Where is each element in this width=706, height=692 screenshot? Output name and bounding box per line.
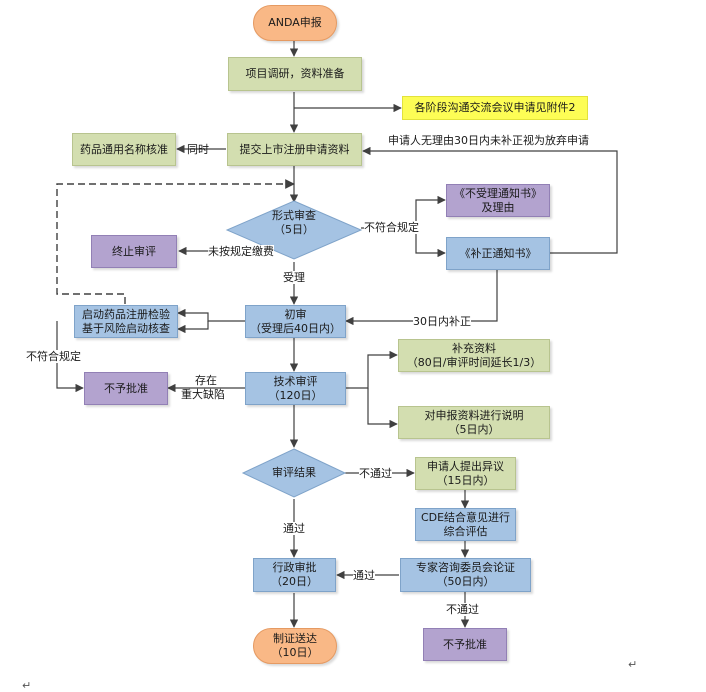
initial-review-label: 初审 bbox=[284, 307, 307, 321]
diamond-review-result bbox=[241, 448, 347, 498]
research-node: 项目调研，资料准备 bbox=[228, 57, 362, 91]
tech-review-label: 技术审评 bbox=[273, 374, 318, 388]
objection-duration: （15日内） bbox=[436, 473, 495, 487]
supplement-materials-duration: （80日/审评时间延长1/3） bbox=[406, 355, 542, 369]
dashed-loop-inspection-to-formal bbox=[56, 179, 295, 304]
arrow-initial-to-inspection-1 bbox=[177, 308, 245, 322]
arrow-nonconforming-to-supplement bbox=[415, 228, 446, 258]
arrow-supplement-no-response bbox=[362, 146, 618, 254]
diamond-formal-review bbox=[225, 200, 363, 260]
label-unpaid: 未按规定缴费 bbox=[208, 245, 274, 258]
review-result-label: 审评结果 bbox=[272, 466, 316, 479]
arrow-tech-to-supplement-materials bbox=[346, 350, 398, 389]
attachment-note: 各阶段沟通交流会议申请见附件2 bbox=[402, 96, 588, 120]
label-major-defect-1: 存在 bbox=[195, 374, 217, 387]
submit-label: 提交上市注册申请资料 bbox=[239, 142, 350, 156]
start-node: ANDA申报 bbox=[253, 5, 337, 41]
cde-eval-line2: 综合评估 bbox=[443, 524, 488, 538]
review-result-node: 审评结果 bbox=[262, 465, 326, 481]
return-mark-1: ↵ bbox=[628, 658, 638, 671]
name-check-node: 药品通用名称核准 bbox=[72, 133, 176, 166]
reject-node-2: 不予批准 bbox=[423, 628, 507, 661]
inspection-node: 启动药品注册检验 基于风险启动核查 bbox=[74, 305, 178, 338]
admin-approval-label: 行政审批 bbox=[272, 561, 317, 574]
initial-review-node: 初审 （受理后40日内） bbox=[245, 305, 346, 338]
terminate-label: 终止审评 bbox=[112, 244, 156, 258]
cde-eval-line1: CDE结合意见进行 bbox=[420, 510, 511, 524]
research-label: 项目调研，资料准备 bbox=[245, 67, 345, 80]
explain-duration: （5日内） bbox=[448, 422, 500, 436]
admin-approval-duration: （20日） bbox=[271, 575, 318, 588]
expert-duration: （50日内） bbox=[436, 575, 495, 588]
certificate-node: 制证送达 （10日） bbox=[253, 628, 337, 664]
supplement-notice-label: 《补正通知书》 bbox=[459, 246, 537, 260]
attachment-label: 各阶段沟通交流会议申请见附件2 bbox=[414, 101, 576, 114]
label-simultaneous: 同时 bbox=[187, 143, 209, 156]
not-accepted-reason: 及理由 bbox=[481, 200, 515, 214]
formal-review-duration: （5日） bbox=[274, 223, 314, 236]
label-not-passed-expert: 不通过 bbox=[446, 603, 479, 616]
formal-review-node: 形式审查 （5日） bbox=[250, 208, 338, 238]
explain-node: 对申报资料进行说明 （5日内） bbox=[398, 406, 550, 439]
label-passed-expert: 通过 bbox=[353, 569, 375, 582]
name-check-label: 药品通用名称核准 bbox=[80, 142, 168, 156]
not-accepted-title: 《不受理通知书》 bbox=[454, 186, 542, 200]
supplement-materials-label: 补充资料 bbox=[452, 341, 496, 355]
label-accepted: 受理 bbox=[283, 271, 305, 284]
label-corrected: 30日内补正 bbox=[413, 315, 471, 328]
certificate-label: 制证送达 bbox=[273, 632, 317, 645]
formal-review-label: 形式审查 bbox=[272, 209, 316, 222]
objection-label: 申请人提出异议 bbox=[427, 459, 504, 473]
label-not-passed: 不通过 bbox=[359, 467, 392, 480]
label-passed: 通过 bbox=[283, 522, 305, 535]
submit-node: 提交上市注册申请资料 bbox=[227, 133, 362, 166]
supplement-materials-node: 补充资料 （80日/审评时间延长1/3） bbox=[398, 339, 550, 372]
objection-node: 申请人提出异议 （15日内） bbox=[415, 457, 516, 490]
explain-label: 对申报资料进行说明 bbox=[424, 408, 524, 422]
initial-review-duration: （受理后40日内） bbox=[250, 321, 341, 335]
cde-eval-node: CDE结合意见进行 综合评估 bbox=[415, 508, 516, 541]
admin-approval-node: 行政审批 （20日） bbox=[253, 558, 336, 592]
not-accepted-node: 《不受理通知书》 及理由 bbox=[446, 184, 550, 217]
reject-node-1: 不予批准 bbox=[84, 372, 168, 405]
inspection-line2: 基于风险启动核查 bbox=[82, 321, 170, 335]
tech-review-duration: （120日） bbox=[268, 388, 323, 402]
arrow-supplement-corrected bbox=[345, 270, 498, 326]
label-major-defect-2: 重大缺陷 bbox=[181, 388, 225, 401]
certificate-duration: （10日） bbox=[271, 646, 319, 659]
tech-review-node: 技术审评 （120日） bbox=[245, 372, 346, 405]
label-nonconforming: 不符合规定 bbox=[364, 221, 419, 234]
return-mark-2: ↵ bbox=[22, 679, 32, 692]
arrow-inspection-to-reject bbox=[56, 321, 84, 393]
supplement-notice-node: 《补正通知书》 bbox=[446, 237, 550, 270]
start-label: ANDA申报 bbox=[268, 16, 322, 29]
expert-label: 专家咨询委员会论证 bbox=[416, 561, 515, 574]
reject-1-label: 不予批准 bbox=[104, 381, 148, 395]
reject-2-label: 不予批准 bbox=[443, 637, 487, 651]
expert-node: 专家咨询委员会论证 （50日内） bbox=[400, 558, 531, 592]
label-no-response: 申请人无理由30日内未补正视为放弃申请 bbox=[388, 134, 589, 147]
arrow-initial-to-inspection-2 bbox=[177, 321, 209, 334]
inspection-line1: 启动药品注册检验 bbox=[82, 307, 170, 321]
arrow-tech-to-explain bbox=[367, 388, 398, 429]
label-nonconforming-left: 不符合规定 bbox=[26, 350, 81, 363]
terminate-node: 终止审评 bbox=[91, 235, 177, 268]
